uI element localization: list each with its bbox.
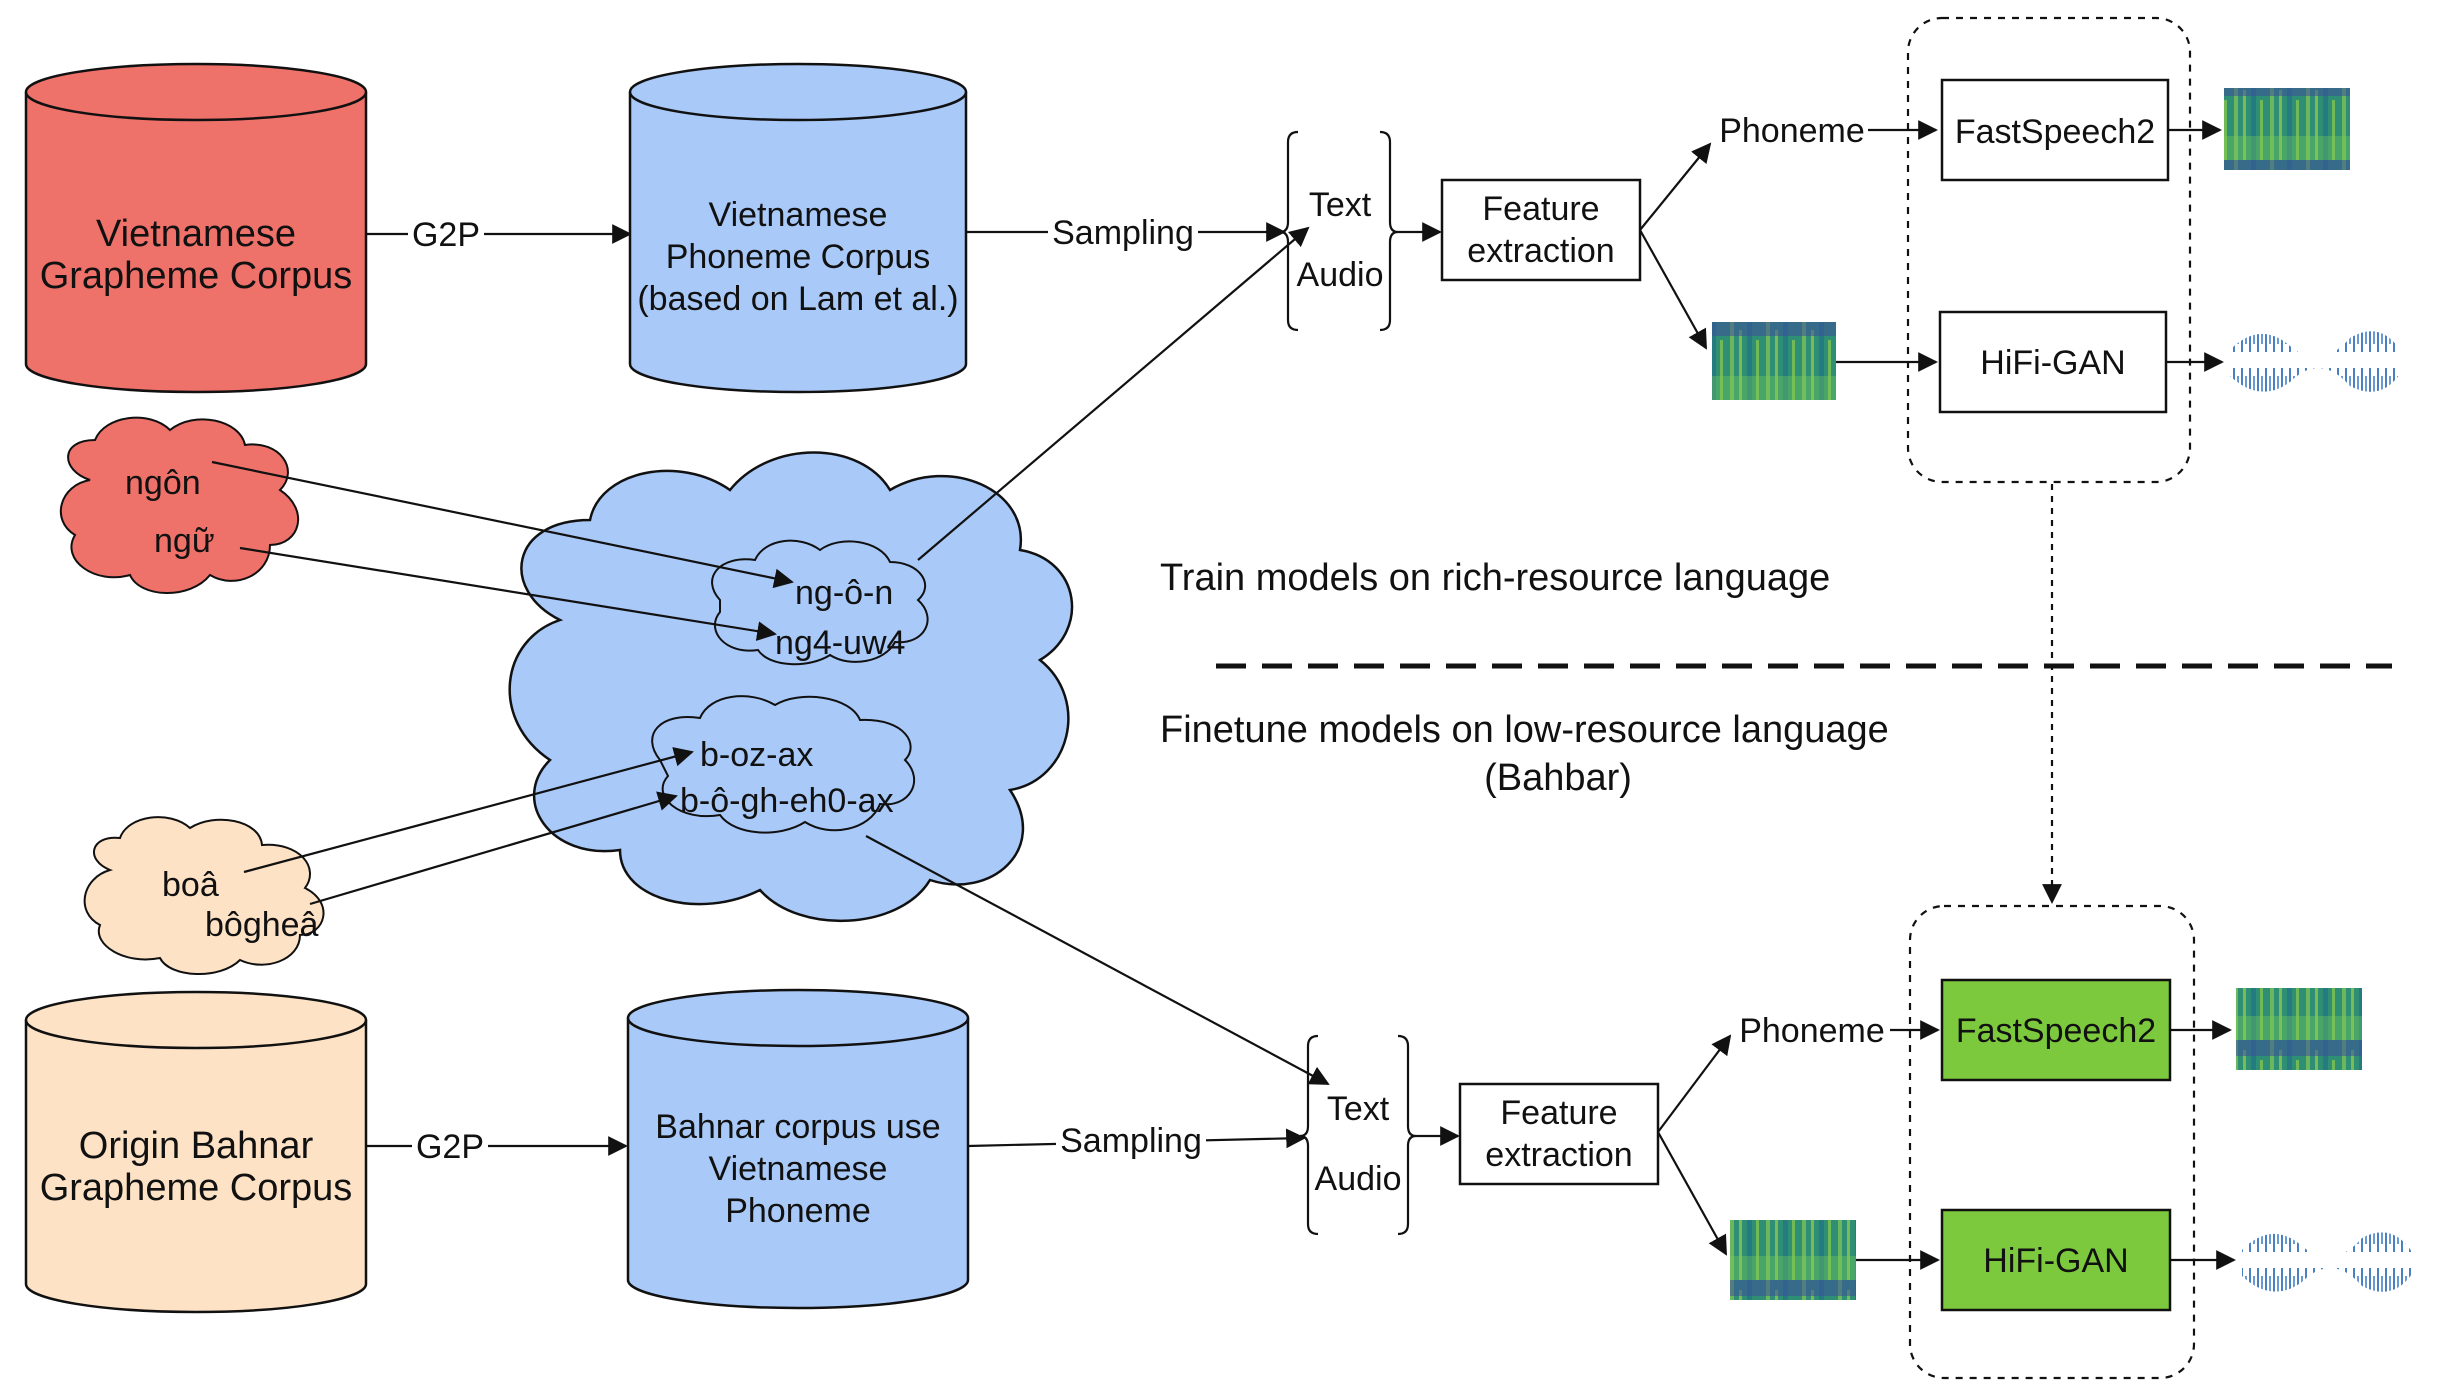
feature-extraction-label-bottom-2: extraction <box>1485 1136 1632 1174</box>
feature-extraction-label-top-1: Feature <box>1482 190 1599 228</box>
arrow-to-phoneme-bottom <box>1657 1034 1732 1133</box>
audio-label-top: Audio <box>1297 256 1384 294</box>
vietnamese-phoneme-corpus-label-3: (based on Lam et al.) <box>637 280 958 318</box>
arrow-to-mel-bottom <box>1657 1131 1727 1256</box>
finetune-caption-1: Finetune models on low-resource language <box>1160 709 1889 751</box>
bahnar-phoneme-1: b-oz-ax <box>700 736 813 774</box>
finetune-caption-2: (Bahbar) <box>1484 757 1632 799</box>
arrow-to-phoneme-top <box>1639 142 1712 231</box>
train-caption: Train models on rich-resource language <box>1160 557 1830 599</box>
fastspeech2-box-top <box>1940 78 2170 182</box>
hifigan-box-bottom <box>1940 1208 2172 1312</box>
vietnamese-phoneme-corpus-label-2: Phoneme Corpus <box>666 238 931 276</box>
arrow-to-mel-top <box>1639 229 1707 350</box>
bahnar-phoneme-corpus-label-3: Phoneme <box>725 1192 871 1230</box>
vietnamese-phoneme-corpus-cylinder: Vietnamese Phoneme Corpus (based on Lam … <box>628 62 968 394</box>
waveform-output-bottom <box>2242 1232 2412 1292</box>
map-arrow-ngon <box>211 460 794 589</box>
vietnamese-phoneme-2: ng4-uw4 <box>775 624 905 662</box>
map-arrow-boa <box>243 747 694 874</box>
feature-extraction-label-top-2: extraction <box>1467 232 1614 270</box>
phoneme-label-bottom: Phoneme <box>1739 1012 1885 1050</box>
hifigan-label-top: HiFi-GAN <box>1980 344 2125 382</box>
feature-extraction-label-bottom-1: Feature <box>1500 1094 1617 1132</box>
phoneme-cloud-large <box>508 451 1074 923</box>
bahnar-word-1: boâ <box>162 866 219 904</box>
vietnamese-grapheme-corpus-cylinder: Vietnamese Grapheme Corpus <box>24 62 368 394</box>
audio-label-bottom: Audio <box>1315 1160 1402 1198</box>
waveform-output-top <box>2230 331 2400 392</box>
model-group-top <box>1906 16 2192 484</box>
vietnamese-phoneme-1: ng-ô-n <box>795 574 893 612</box>
cloud-to-bottom-pipeline-arrow <box>865 835 1330 1085</box>
brace-right-bottom <box>1397 1034 1417 1236</box>
mel-spectrogram-input-top <box>1712 322 1836 400</box>
hifigan-box-top <box>1938 310 2168 414</box>
hifigan-label-bottom: HiFi-GAN <box>1983 1242 2128 1280</box>
bahnar-phoneme-corpus-label-1: Bahnar corpus use <box>655 1108 940 1146</box>
text-label-bottom: Text <box>1327 1090 1390 1128</box>
sampling-label-top: Sampling <box>1052 214 1194 252</box>
bahnar-word-2: bôgheâ <box>205 906 319 944</box>
bahnar-grapheme-corpus-cylinder: Origin Bahnar Grapheme Corpus <box>24 990 368 1314</box>
vietnamese-grapheme-corpus-label-2: Grapheme Corpus <box>40 255 353 297</box>
bahnar-grapheme-corpus-label-2: Grapheme Corpus <box>40 1167 353 1209</box>
fastspeech2-label-bottom: FastSpeech2 <box>1956 1012 2156 1050</box>
vietnamese-phoneme-corpus-label-1: Vietnamese <box>709 196 888 234</box>
bahnar-grapheme-corpus-label-1: Origin Bahnar <box>79 1125 314 1167</box>
bahnar-phoneme-corpus-label-2: Vietnamese <box>709 1150 888 1188</box>
text-label-top: Text <box>1309 186 1372 224</box>
fastspeech2-box-bottom <box>1940 978 2172 1082</box>
vietnamese-word-cloud <box>59 416 299 594</box>
fastspeech2-label-top: FastSpeech2 <box>1955 113 2155 151</box>
feature-extraction-box-bottom <box>1458 1082 1660 1186</box>
cloud-to-top-pipeline-arrow <box>917 226 1310 561</box>
g2p-label-bottom: G2P <box>416 1128 484 1166</box>
bahnar-phoneme-2: b-ô-gh-eh0-ax <box>680 782 894 820</box>
brace-right-top <box>1379 130 1399 332</box>
map-arrow-bogheea <box>309 791 678 906</box>
mel-spectrogram-input-bottom <box>1730 1220 1856 1300</box>
brace-left-top <box>1279 130 1299 332</box>
map-arrow-ngu <box>239 546 777 641</box>
bahnar-word-cloud <box>83 816 325 976</box>
bahnar-phoneme-corpus-cylinder: Bahnar corpus use Vietnamese Phoneme <box>626 988 970 1310</box>
vietnamese-word-1: ngôn <box>125 464 201 502</box>
g2p-label-top: G2P <box>412 216 480 254</box>
vietnamese-grapheme-corpus-label-1: Vietnamese <box>96 213 296 255</box>
vietnamese-word-2: ngữ <box>154 522 215 560</box>
mel-spectrogram-output-bottom <box>2236 988 2362 1070</box>
mel-spectrogram-output-top <box>2224 88 2350 170</box>
brace-left-bottom <box>1299 1034 1319 1236</box>
bahnar-phoneme-cloud <box>651 695 916 834</box>
sampling-label-bottom: Sampling <box>1060 1122 1202 1160</box>
phoneme-label-top: Phoneme <box>1719 112 1865 150</box>
